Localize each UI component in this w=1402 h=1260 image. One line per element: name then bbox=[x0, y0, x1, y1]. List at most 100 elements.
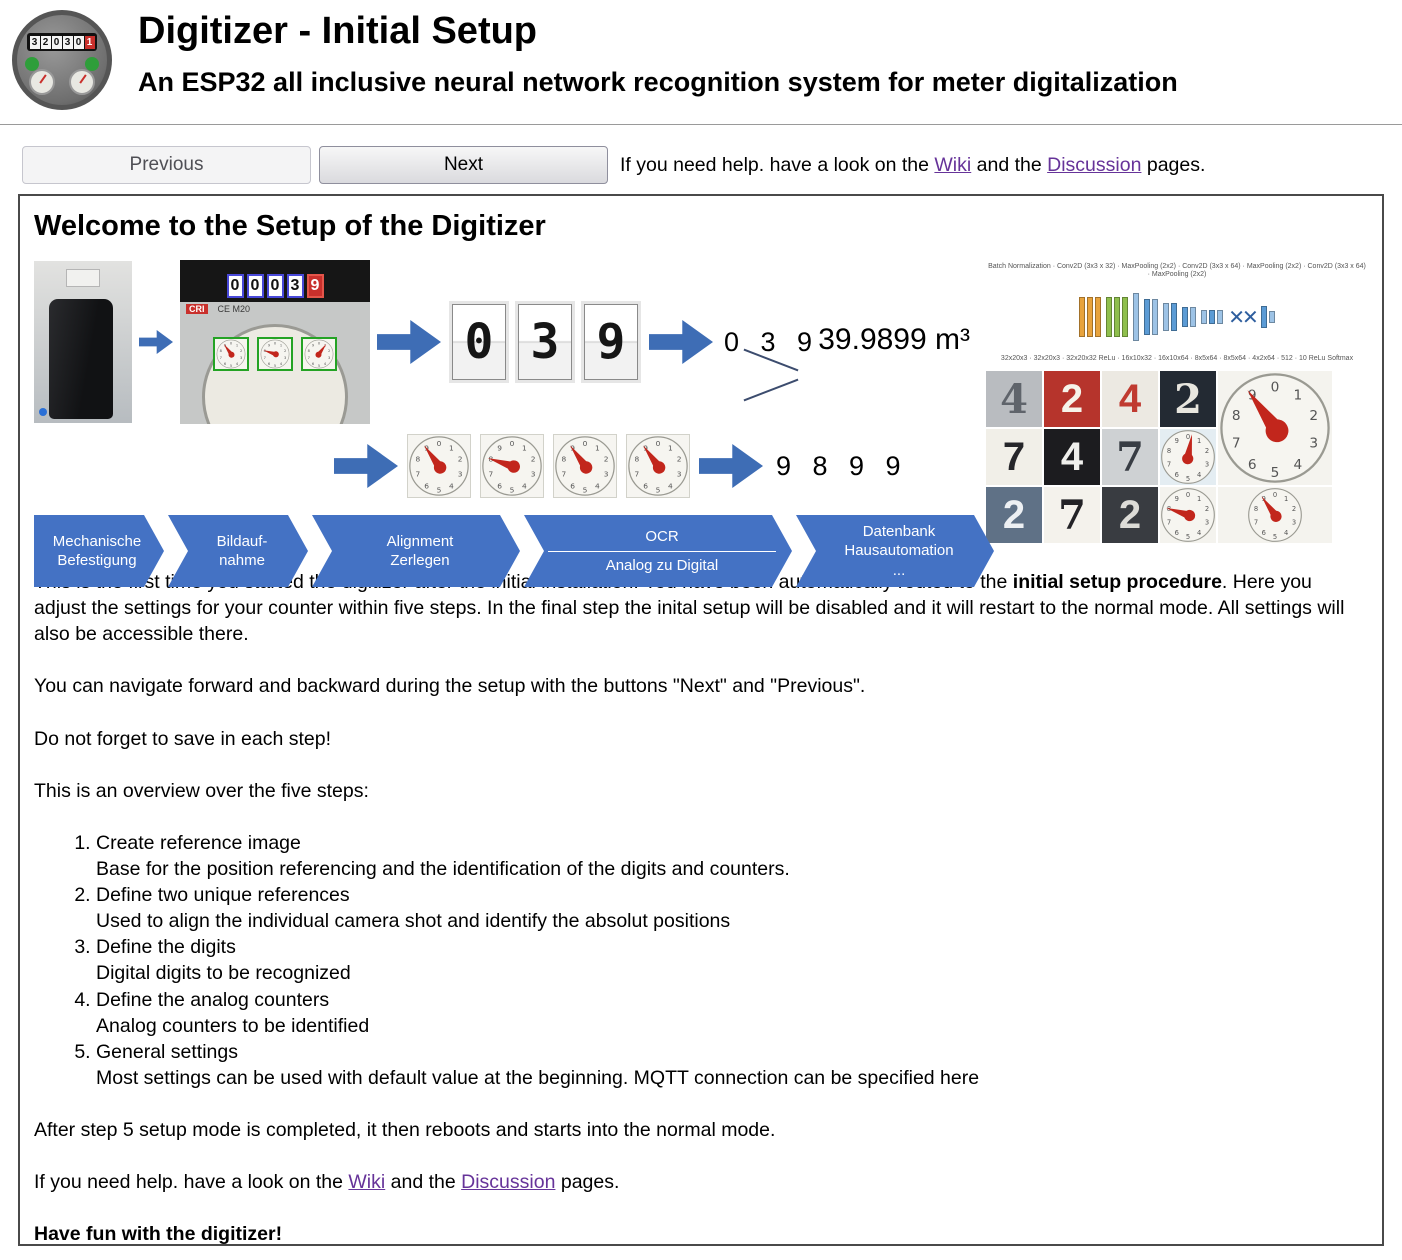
pipeline-analog-row: 9 8 9 9 bbox=[334, 433, 976, 499]
logo-digit: 2 bbox=[40, 35, 51, 49]
toolbar: Previous Next If you need help. have a l… bbox=[22, 146, 1402, 184]
sample-analog-dial-icon bbox=[1218, 371, 1332, 485]
digit-crop-tile: 3 bbox=[518, 304, 572, 380]
nn-output-stack bbox=[1260, 306, 1275, 329]
intro-text: . Here you adjust the settings for your … bbox=[34, 571, 1345, 646]
nn-dense-connections: ✕✕ bbox=[1228, 306, 1258, 329]
step-title: General settings bbox=[96, 1040, 238, 1063]
list-item: Define two unique references Used to ali… bbox=[96, 882, 1368, 934]
help-text-before: If you need help. have a look on the bbox=[34, 1171, 349, 1194]
have-fun-text: Have fun with the digitizer! bbox=[34, 1223, 283, 1246]
nn-layer-labels: Batch Normalization · Conv2D (3x3 x 32) … bbox=[988, 263, 1366, 279]
help-paragraph: If you need help. have a look on the Wik… bbox=[34, 1169, 1368, 1195]
list-item: General settings Most settings can be us… bbox=[96, 1039, 1368, 1091]
wiki-link-bottom[interactable]: Wiki bbox=[348, 1171, 386, 1194]
camera-photo bbox=[34, 261, 132, 423]
camera-dot bbox=[39, 408, 47, 416]
sample-digit-tile: 2 bbox=[1102, 487, 1158, 543]
page-title: Digitizer - Initial Setup bbox=[138, 10, 538, 52]
logo-digit: 3 bbox=[62, 35, 73, 49]
flow-step-database: Datenbank Hausautomation ... bbox=[796, 515, 994, 587]
page-subtitle: An ESP32 all inclusive neural network re… bbox=[138, 67, 1178, 97]
meter-reading-value: 39.9899 m³ bbox=[818, 323, 970, 356]
nn-conv-layer bbox=[1133, 293, 1140, 342]
sample-digit-tile: 2 bbox=[1044, 371, 1100, 427]
sample-digit-tile: 7 bbox=[1102, 429, 1158, 485]
logo-digit: 0 bbox=[73, 35, 84, 49]
logo-green-dot-icon bbox=[85, 57, 99, 71]
overview-paragraph: This is an overview over the five steps: bbox=[34, 779, 369, 802]
flow-step-label: Alignment bbox=[386, 532, 454, 550]
nn-conv-stack bbox=[1201, 310, 1224, 325]
camera-body bbox=[49, 299, 113, 419]
digit-crop-tile: 0 bbox=[452, 304, 506, 380]
flow-step-label: nahme bbox=[219, 552, 265, 569]
logo-digit: 1 bbox=[84, 35, 95, 49]
discussion-link-bottom[interactable]: Discussion bbox=[461, 1171, 556, 1194]
flow-step-divider bbox=[548, 551, 776, 552]
flow-step-label: Hausautomation bbox=[844, 542, 954, 560]
intro-bold-text: initial setup procedure bbox=[1012, 571, 1222, 593]
arrow-right-icon bbox=[649, 320, 713, 364]
meter-counter-window: 0 0 0 3 9 bbox=[180, 260, 370, 302]
step-title: Create reference image bbox=[96, 831, 301, 854]
sample-digit-tile: 4 bbox=[1102, 371, 1158, 427]
flow-step-alignment: Alignment Zerlegen bbox=[312, 515, 520, 587]
step-description: Most settings can be used with default v… bbox=[96, 1066, 980, 1089]
nn-conv-stack bbox=[1163, 303, 1178, 332]
discussion-link[interactable]: Discussion bbox=[1047, 153, 1142, 176]
meter-ce-label: CE M20 bbox=[217, 304, 251, 314]
next-button[interactable]: Next bbox=[319, 146, 608, 184]
list-item: Define the analog counters Analog counte… bbox=[96, 987, 1368, 1039]
process-flow: Mechanische Befestigung Bildauf- nahme A… bbox=[34, 515, 976, 587]
header-divider bbox=[0, 124, 1402, 125]
logo-green-dot-icon bbox=[25, 57, 39, 71]
analog-dial-icon bbox=[407, 434, 471, 498]
flow-step-label: Mechanische bbox=[52, 532, 142, 550]
sample-clock-dial-icon bbox=[1160, 429, 1216, 485]
meter-face bbox=[202, 324, 348, 424]
logo-digit: 0 bbox=[51, 35, 62, 49]
title-block: Digitizer - Initial Setup An ESP32 all i… bbox=[138, 10, 1178, 98]
pipeline-illustration: 0 0 0 3 9 CRI CE M20 bbox=[34, 259, 1368, 553]
nn-size-labels: 32x20x3 · 32x20x3 · 32x20x32 ReLu · 16x1… bbox=[1000, 354, 1354, 362]
step-title: Define the digits bbox=[96, 936, 236, 959]
sample-digit-tile: 2 bbox=[1160, 371, 1216, 427]
nn-layers-graphic: ✕✕ bbox=[986, 288, 1368, 346]
analog-dial-icon bbox=[626, 434, 690, 498]
flow-step-ocr: OCR Analog zu Digital bbox=[524, 515, 792, 587]
flow-step-label: ... bbox=[892, 561, 906, 579]
previous-button[interactable]: Previous bbox=[22, 146, 311, 184]
help-text: If you need help. have a look on the Wik… bbox=[620, 154, 1205, 177]
sample-digit-tile: 2 bbox=[986, 487, 1042, 543]
analog-dial-icon bbox=[480, 434, 544, 498]
pipeline-right: Batch Normalization · Conv2D (3x3 x 32) … bbox=[986, 259, 1368, 553]
meter-photo: 0 0 0 3 9 CRI CE M20 bbox=[180, 260, 370, 424]
sample-analog-dial-icon bbox=[1160, 487, 1216, 543]
digit-crops: 0 3 9 bbox=[452, 304, 638, 380]
setup-steps-list: Create reference image Base for the posi… bbox=[34, 830, 1368, 1091]
list-item: Define the digits Digital digits to be r… bbox=[96, 934, 1368, 986]
help-text-middle: and the bbox=[385, 1171, 462, 1194]
flow-step-label: Befestigung bbox=[57, 552, 137, 569]
meter-analog-dial-icon bbox=[301, 337, 337, 371]
analog-dial-icon bbox=[553, 434, 617, 498]
meter-analog-dial-icon bbox=[257, 337, 293, 371]
step-description: Base for the position referencing and th… bbox=[96, 857, 790, 880]
nn-input-stack bbox=[1079, 297, 1102, 338]
digit-crop-tile: 9 bbox=[584, 304, 638, 380]
logo-gauge-icon bbox=[69, 69, 95, 95]
sample-analog-dial-icon bbox=[1218, 487, 1332, 543]
flow-step-capture: Bildauf- nahme bbox=[168, 515, 308, 587]
meter-counter-digit: 0 bbox=[246, 274, 264, 298]
nn-pool-stack bbox=[1182, 307, 1197, 328]
navigate-paragraph: You can navigate forward and backward du… bbox=[34, 675, 866, 698]
wiki-link[interactable]: Wiki bbox=[934, 153, 972, 176]
logo-gauge-icon bbox=[29, 69, 55, 95]
training-samples-mosaic: 4 2 4 2 7 4 7 2 7 2 bbox=[986, 371, 1368, 543]
meter-labels: CRI CE M20 bbox=[180, 302, 370, 316]
arrow-right-icon bbox=[377, 320, 441, 364]
